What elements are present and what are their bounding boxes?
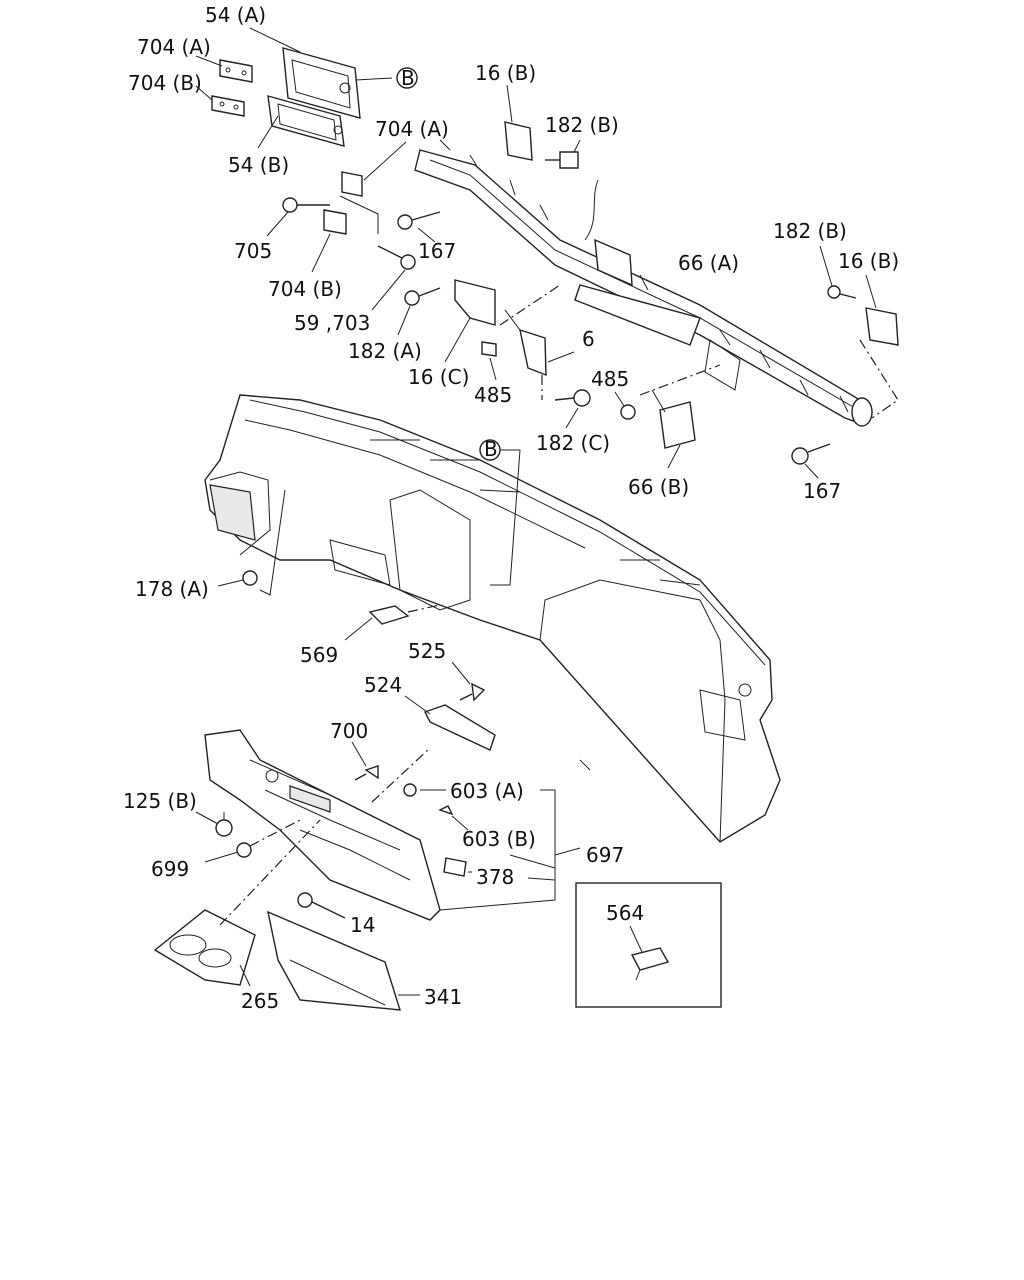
nut-178a xyxy=(242,489,286,596)
bracket-704a-top xyxy=(219,59,253,83)
label-564: 564 xyxy=(606,901,644,925)
label-66b: 66 (B) xyxy=(628,475,689,499)
bolt-182b-top xyxy=(545,151,579,169)
label-704b-mid: 704 (B) xyxy=(268,277,342,301)
bracket-704-mid xyxy=(323,171,379,235)
label-54a: 54 (A) xyxy=(205,3,266,27)
screw-705 xyxy=(282,197,330,213)
label-603b: 603 (B) xyxy=(462,827,536,851)
label-697: 697 xyxy=(586,843,624,867)
screw-14 xyxy=(297,892,346,919)
clip-125b xyxy=(215,812,233,837)
label-54b: 54 (B) xyxy=(228,153,289,177)
pad-378 xyxy=(443,857,467,877)
label-485-right: 485 xyxy=(591,367,629,391)
marker-b-mid xyxy=(479,439,521,586)
instrument-panel xyxy=(204,394,781,843)
label-705: 705 xyxy=(234,239,272,263)
label-704b-top: 704 (B) xyxy=(128,71,202,95)
cup-holder-265 xyxy=(153,819,321,986)
screw-603a xyxy=(403,783,417,797)
nut-485-right xyxy=(620,404,636,420)
screw-525 xyxy=(459,682,486,702)
label-182c: 182 (C) xyxy=(536,431,610,455)
label-699: 699 xyxy=(151,857,189,881)
bracket-6 xyxy=(504,309,547,377)
label-167-top: 167 xyxy=(418,239,456,263)
label-341: 341 xyxy=(424,985,462,1009)
clip-699 xyxy=(236,842,252,858)
label-525: 525 xyxy=(408,639,446,663)
bolt-182c xyxy=(541,375,591,407)
label-700: 700 xyxy=(330,719,368,743)
label-704a-mid: 704 (A) xyxy=(375,117,449,141)
cover-524 xyxy=(424,704,496,751)
label-b-mid: B xyxy=(484,437,498,461)
bracket-16b-right xyxy=(865,307,899,346)
screw-700 xyxy=(354,765,379,781)
label-265: 265 xyxy=(241,989,279,1013)
label-b-top: B xyxy=(401,66,415,90)
label-182a: 182 (A) xyxy=(348,339,422,363)
bracket-66b xyxy=(651,389,696,449)
label-16c: 16 (C) xyxy=(408,365,469,389)
bolt-182b-right xyxy=(827,285,857,299)
label-524: 524 xyxy=(364,673,402,697)
clip-485-left xyxy=(481,341,497,357)
label-182b-right: 182 (B) xyxy=(773,219,847,243)
label-14: 14 xyxy=(350,913,375,937)
label-167-bottom: 167 xyxy=(803,479,841,503)
inset-box-564 xyxy=(575,882,722,1008)
label-16b-top: 16 (B) xyxy=(475,61,536,85)
support-beam-66a xyxy=(414,139,873,427)
label-125b: 125 (B) xyxy=(123,789,197,813)
label-182b-top: 182 (B) xyxy=(545,113,619,137)
label-66a: 66 (A) xyxy=(678,251,739,275)
clip-569 xyxy=(368,604,441,625)
label-378: 378 xyxy=(476,865,514,889)
clip-603b xyxy=(438,805,454,816)
bolt-167-bottom xyxy=(791,443,831,465)
console-bezel-54 xyxy=(267,47,361,147)
label-704a-top: 704 (A) xyxy=(137,35,211,59)
screw-59-703 xyxy=(377,245,416,270)
label-569: 569 xyxy=(300,643,338,667)
bolt-167-top xyxy=(397,211,441,230)
label-59-703: 59 ,703 xyxy=(294,311,370,335)
glove-box-341 xyxy=(267,910,401,1011)
bracket-704b-top xyxy=(211,95,245,117)
bolt-182a xyxy=(404,287,441,306)
lower-panel xyxy=(204,729,441,921)
label-485-left: 485 xyxy=(474,383,512,407)
marker-b-top xyxy=(396,67,418,89)
label-6: 6 xyxy=(582,327,595,351)
label-178a: 178 (A) xyxy=(135,577,209,601)
bracket-16b-top xyxy=(504,121,533,161)
bracket-16c xyxy=(454,279,496,326)
label-603a: 603 (A) xyxy=(450,779,524,803)
label-16b-right: 16 (B) xyxy=(838,249,899,273)
